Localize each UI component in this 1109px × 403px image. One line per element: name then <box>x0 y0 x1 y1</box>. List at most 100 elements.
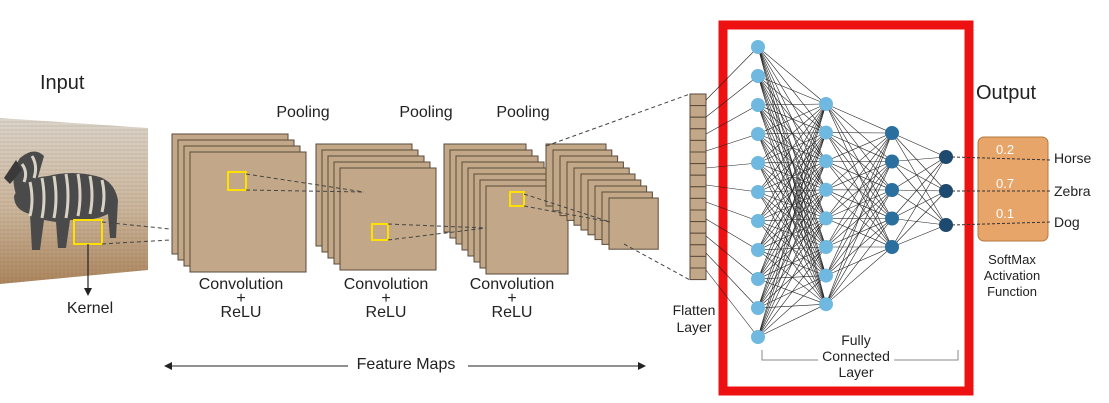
flatten-edge <box>705 184 759 193</box>
input-image <box>0 118 148 284</box>
fc-node <box>885 240 899 254</box>
conv-relu-label-2: Convolution + ReLU <box>343 276 429 321</box>
feature-map-stack <box>171 133 307 273</box>
receptive-field-box <box>371 223 389 241</box>
fc-edge <box>757 275 827 338</box>
feature-map-connection-lines <box>245 93 691 281</box>
fc-edge <box>891 132 947 192</box>
conv-label-plus: + <box>381 290 391 307</box>
flatten-edge <box>705 269 759 338</box>
fc-edge <box>757 189 827 338</box>
fc-node <box>751 185 765 199</box>
fc-edge <box>757 103 827 251</box>
class-dog: Dog <box>1054 214 1080 230</box>
flatten-cell <box>689 93 707 107</box>
conv-relu-label-1: Convolution + ReLU <box>198 276 284 321</box>
conv-label-plus: + <box>507 290 517 307</box>
fc-node <box>751 301 765 315</box>
flatten-cell <box>689 244 707 257</box>
flatten-cell <box>689 128 707 141</box>
flatten-cell <box>689 163 707 176</box>
conv-label-line1: Convolution <box>343 276 429 293</box>
fc-node <box>885 126 899 140</box>
receptive-field-box <box>509 191 525 207</box>
feature-map-stack <box>545 143 659 250</box>
fc-edge <box>757 161 827 338</box>
fc-edge <box>891 132 947 226</box>
fc-node <box>751 330 765 344</box>
fc-node <box>939 184 953 198</box>
fc-edge <box>757 218 827 338</box>
fc-edge <box>825 132 893 191</box>
prob-horse: 0.2 <box>996 142 1015 157</box>
fc-edge <box>891 156 947 191</box>
output-lines <box>951 156 1053 226</box>
conv-label-line2: ReLU <box>491 304 533 321</box>
fc-node <box>819 240 833 254</box>
fc-node <box>885 183 899 197</box>
fc-node <box>819 268 833 283</box>
fc-edge <box>757 103 827 280</box>
fc-edge <box>891 190 947 248</box>
softmax-label-line3: Function <box>987 284 1037 299</box>
fc-edge <box>825 132 893 276</box>
fc-nodes <box>751 40 953 344</box>
fc-layer-label: Fully Connected Layer <box>818 332 894 380</box>
fc-edge <box>891 189 947 192</box>
fc-node <box>751 69 765 83</box>
fc-label-line3: Layer <box>838 364 874 380</box>
fc-edge <box>757 103 827 222</box>
conv-label-line1: Convolution <box>198 276 284 293</box>
kernel-label: Kernel <box>66 300 114 317</box>
fc-node <box>819 211 833 226</box>
receptive-field-box <box>227 171 247 191</box>
feature-map <box>189 151 307 273</box>
flatten-cell <box>689 151 707 165</box>
conv-label-line2: ReLU <box>220 304 262 321</box>
fc-connections <box>705 46 947 338</box>
fc-edge <box>757 75 827 105</box>
flatten-edge <box>705 104 759 135</box>
fc-edge <box>825 246 893 305</box>
softmax-label-line1: SoftMax <box>988 252 1036 267</box>
fc-node <box>939 150 953 164</box>
flatten-layer <box>689 93 707 281</box>
flatten-edge <box>705 218 759 251</box>
fc-node <box>751 40 765 54</box>
fc-edge <box>757 103 827 135</box>
flatten-layer-label: Flatten Layer <box>673 302 716 336</box>
fc-edge <box>891 189 947 226</box>
input-label: Input <box>40 72 85 94</box>
feature-map-stacks <box>171 133 659 275</box>
fc-node <box>819 97 833 111</box>
fc-edge <box>757 303 827 338</box>
fc-edge <box>825 161 893 305</box>
flatten-cell <box>689 186 707 199</box>
fc-node <box>885 154 899 169</box>
flatten-label-line2: Layer <box>676 319 712 335</box>
fc-edge <box>757 132 827 338</box>
flatten-cell <box>689 255 707 269</box>
class-zebra: Zebra <box>1054 183 1091 199</box>
prob-zebra: 0.7 <box>996 176 1015 191</box>
fc-node <box>819 125 833 140</box>
fc-edge <box>825 189 893 305</box>
flatten-cell <box>689 267 707 281</box>
conv-label-line1: Convolution <box>469 276 555 293</box>
fc-node <box>751 272 765 286</box>
fc-edge <box>757 103 827 164</box>
fc-edge <box>891 224 947 248</box>
softmax-label: SoftMax Activation Function <box>984 252 1040 300</box>
fc-node <box>885 211 899 226</box>
flatten-edge <box>705 75 759 118</box>
flatten-cell <box>689 139 707 153</box>
fc-node <box>819 154 833 169</box>
fc-edge <box>757 103 827 309</box>
fc-edge <box>825 132 893 162</box>
kernel-arrowhead <box>84 288 92 296</box>
fc-node <box>751 156 765 170</box>
fc-edge <box>757 246 827 338</box>
flatten-cell <box>689 174 707 188</box>
fc-edge <box>891 156 947 219</box>
